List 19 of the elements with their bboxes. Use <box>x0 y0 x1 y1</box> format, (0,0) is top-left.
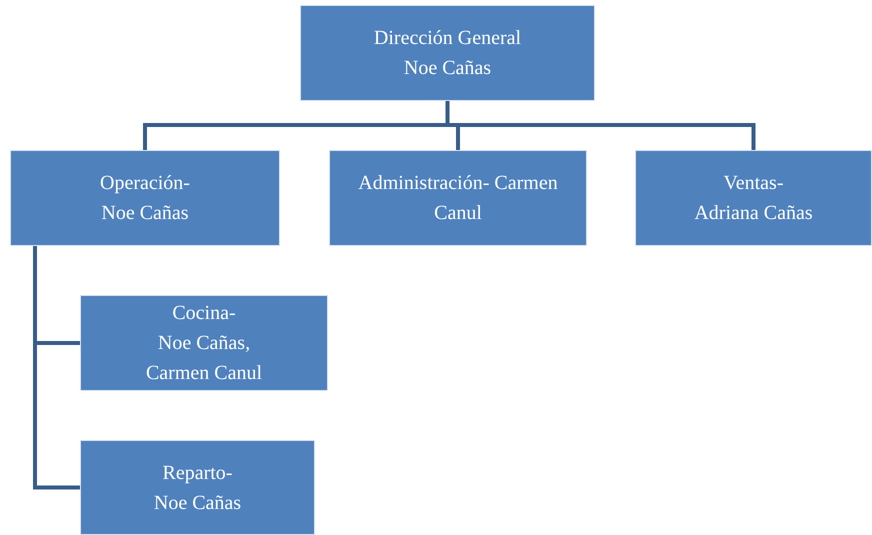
org-box <box>635 150 872 246</box>
org-box <box>10 150 280 246</box>
org-label: Operación- <box>100 171 190 196</box>
org-box <box>80 295 328 391</box>
org-label: Ventas- <box>724 171 784 196</box>
org-label: Noe Cañas <box>404 56 492 81</box>
org-label: Reparto- <box>162 460 232 486</box>
connector-line <box>446 101 756 150</box>
org-label: Adriana Cañas <box>694 201 813 226</box>
org-box <box>300 5 595 101</box>
org-label: Noe Cañas <box>154 490 242 516</box>
org-box <box>329 150 587 246</box>
org-label: Administración- Carmen Canul <box>357 171 559 226</box>
org-label: Noe Cañas, Carmen Canul <box>144 331 264 386</box>
org-label: Dirección General <box>374 26 522 51</box>
org-label: Noe Cañas <box>101 201 189 226</box>
org-label: Cocina- <box>172 301 236 326</box>
connector-line <box>33 246 80 490</box>
org-box <box>80 440 315 535</box>
